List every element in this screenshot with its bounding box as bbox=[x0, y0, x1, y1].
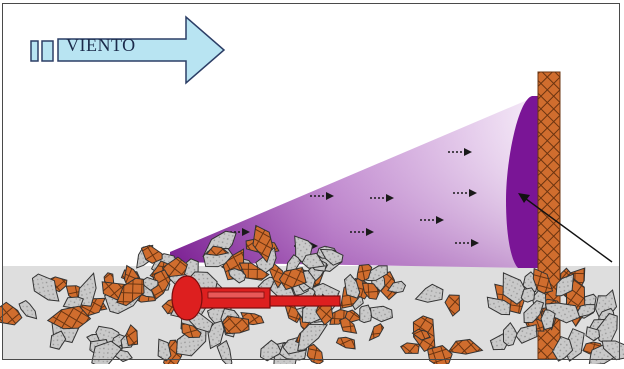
wind-label: VIENTO bbox=[66, 35, 136, 56]
diagram-frame bbox=[2, 3, 620, 360]
